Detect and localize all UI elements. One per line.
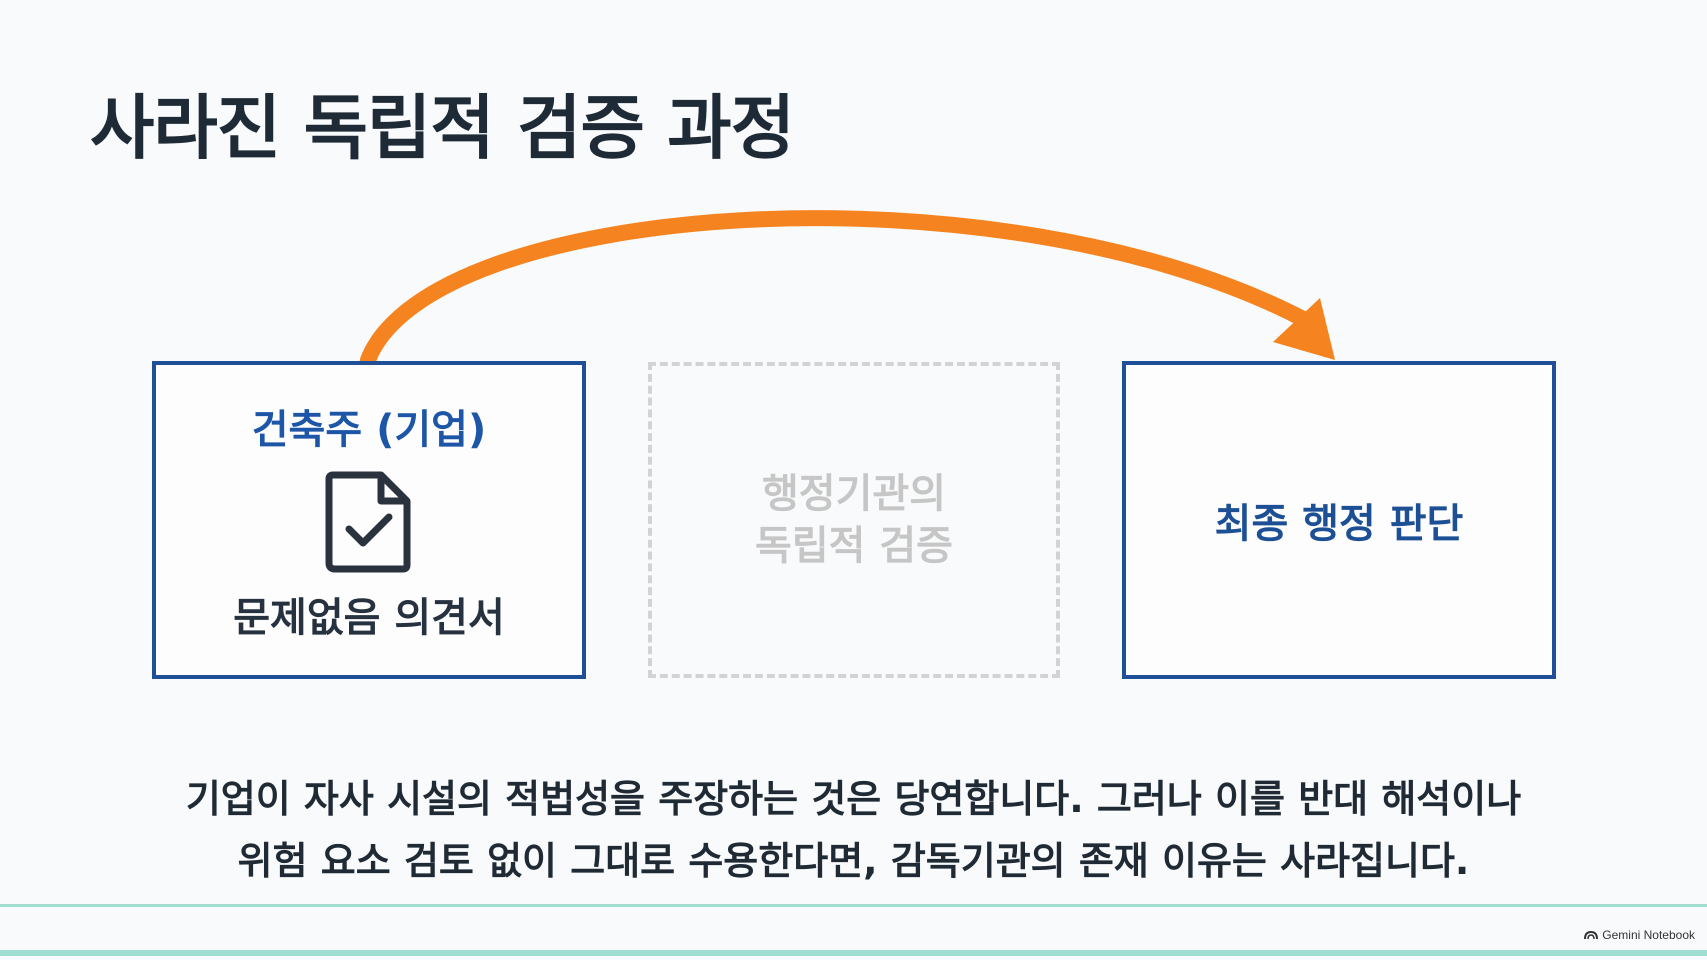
document-label: 문제없음 의견서	[233, 595, 505, 641]
source-box: 건축주 (기업) 문제없음 의견서	[152, 361, 586, 679]
slide-title: 사라진 독립적 검증 과정	[90, 87, 795, 169]
arrowhead-icon	[1273, 298, 1335, 360]
final-decision-box: 최종 행정 판단	[1122, 361, 1556, 679]
missing-label-line1: 행정기관의	[762, 471, 946, 517]
bottom-rule-top	[0, 904, 1707, 907]
summary-line1: 기업이 자사 시설의 적법성을 주장하는 것은 당연합니다. 그러나 이를 반대…	[185, 777, 1522, 821]
summary-line2: 위험 요소 검토 없이 그대로 수용한다면, 감독기관의 존재 이유는 사라집니…	[237, 839, 1470, 883]
final-label: 최종 행정 판단	[1214, 501, 1464, 547]
missing-label-line2: 독립적 검증	[755, 523, 953, 569]
bottom-rule-bottom	[0, 950, 1707, 956]
source-label: 건축주 (기업)	[251, 407, 487, 453]
watermark-label: Gemini Notebook	[1602, 928, 1695, 942]
watermark: Gemini Notebook	[1584, 928, 1695, 942]
gemini-notebook-icon	[1584, 930, 1599, 940]
document-check-icon	[325, 471, 411, 573]
missing-verification-box: 행정기관의 독립적 검증	[648, 362, 1060, 678]
